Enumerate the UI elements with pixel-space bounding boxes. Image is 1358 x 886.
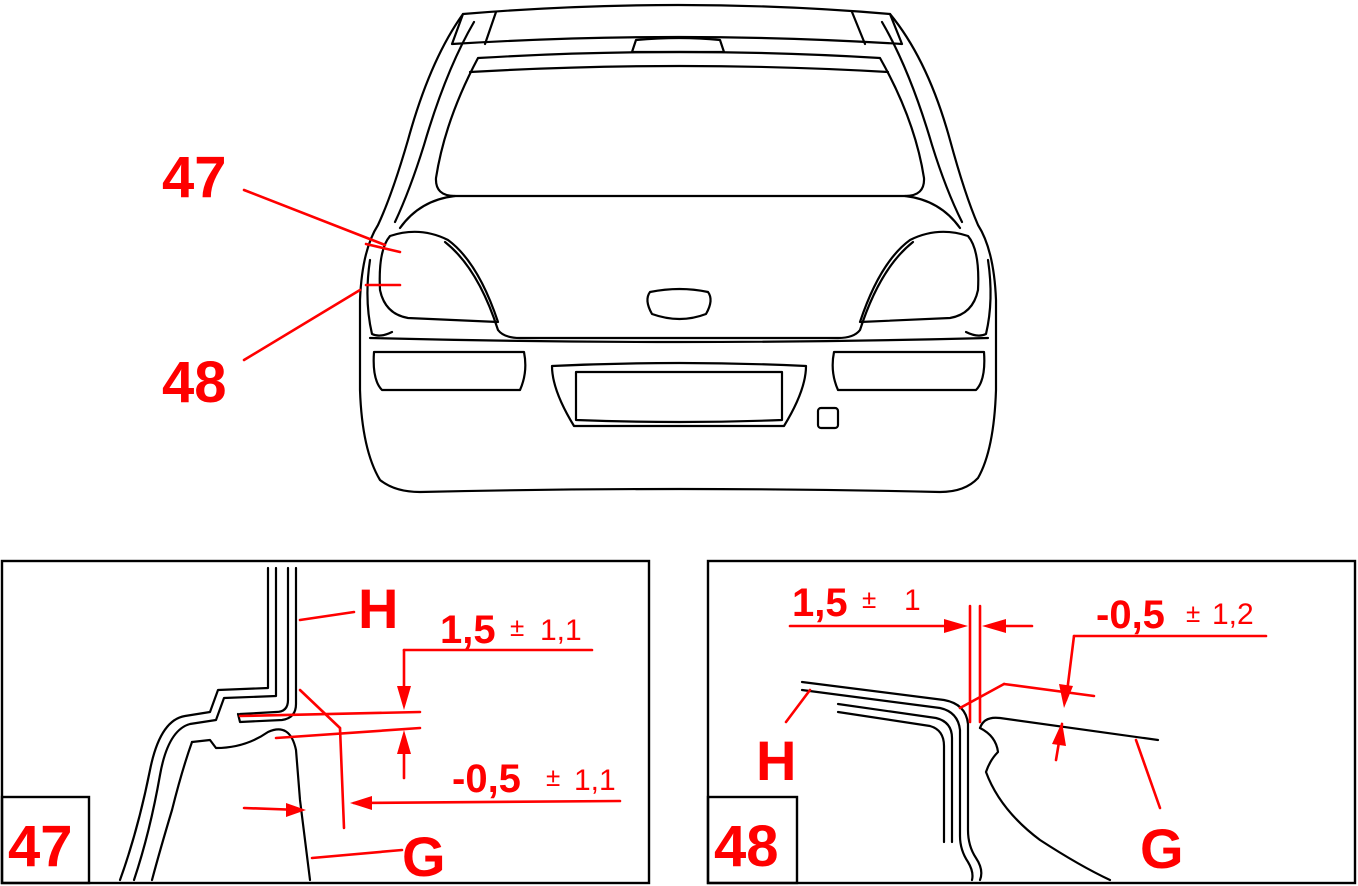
detail-48-g-label: G: [1140, 817, 1184, 880]
detail-47-number: 47: [8, 814, 73, 879]
car-rear-view: [358, 3, 998, 494]
detail-47-dim-bottom-pm: ±: [546, 762, 560, 792]
detail-48-dim-right-value: -0,5: [1096, 593, 1165, 637]
detail-47-dim-top-tol: 1,1: [540, 614, 582, 647]
detail-47-g-label: G: [402, 825, 446, 886]
detail-48-dim-left-tol: 1: [904, 584, 921, 617]
callout-47-label: 47: [162, 145, 227, 210]
detail-48-dim-right-pm: ±: [1186, 598, 1200, 628]
detail-47-dim-bottom-value: -0,5: [452, 757, 521, 801]
detail-48-panel: [706, 559, 1357, 885]
detail-48-dim-left-value: 1,5: [792, 581, 848, 625]
detail-47-h-label: H: [358, 577, 398, 640]
detail-47-dim-bottom-tol: 1,1: [574, 764, 616, 797]
callout-48-label: 48: [162, 350, 227, 415]
detail-47-dim-top-value: 1,5: [440, 608, 496, 652]
detail-48-number: 48: [714, 814, 779, 879]
detail-47-panel: [0, 559, 651, 885]
detail-48-dim-right-tol: 1,2: [1212, 598, 1254, 631]
detail-47-dim-top-pm: ±: [510, 612, 524, 642]
detail-48-h-label: H: [756, 729, 796, 792]
callout-leaders: [242, 188, 402, 362]
detail-48-dim-left-pm: ±: [862, 584, 876, 614]
